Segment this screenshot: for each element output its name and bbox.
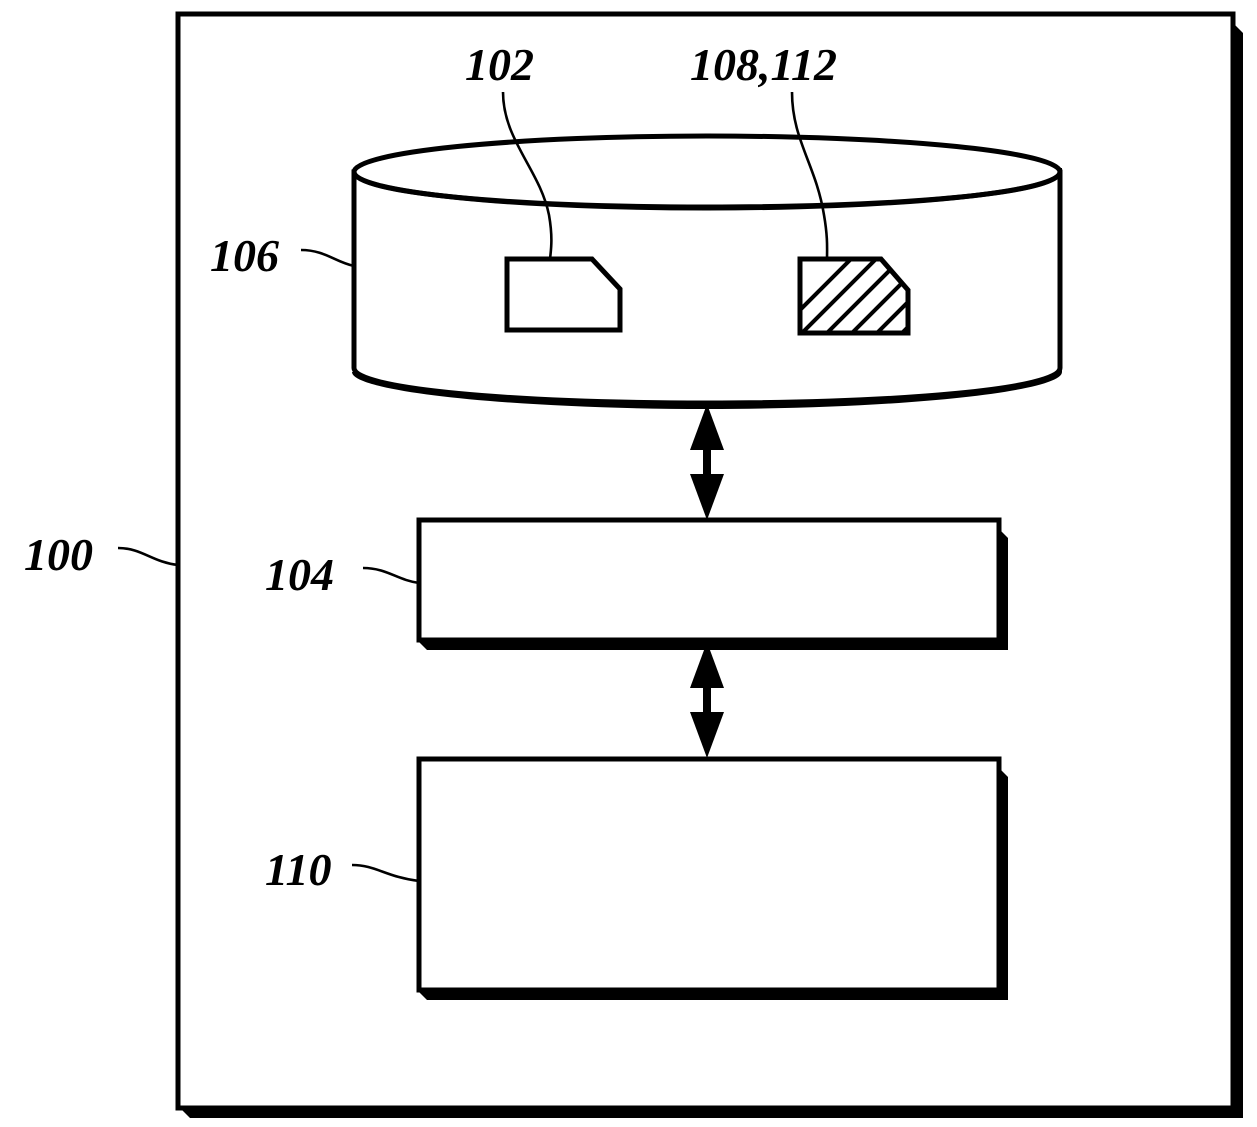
system-boundary-frame (175, 11, 1243, 1118)
cylinder-body (351, 169, 1063, 406)
frame-outline (175, 11, 1236, 1111)
ref-label-106: 106 (210, 230, 279, 281)
arrow-shaft-lower (703, 664, 711, 732)
ref-label-108-112: 108,112 (690, 39, 837, 90)
arrow-cylinder-to-box104 (690, 404, 724, 520)
ref-label-100: 100 (24, 529, 93, 580)
box-110-outline (416, 756, 1002, 993)
leader-line-108-112 (790, 91, 829, 260)
arrow-box104-to-box110 (690, 642, 724, 758)
arrow-head-up-lower (690, 642, 724, 688)
ref-label-110: 110 (265, 844, 331, 895)
ref-label-102: 102 (465, 39, 534, 90)
leader-line-100 (117, 546, 179, 567)
leader-line-104 (362, 566, 420, 585)
document-plain-102 (504, 256, 623, 333)
arrow-shaft-upper (703, 426, 711, 494)
document-plain-shape (504, 256, 623, 333)
leader-line-102 (501, 91, 553, 260)
leader-line-106 (300, 248, 355, 268)
data-store-cylinder (351, 133, 1063, 409)
box-104-outline (416, 517, 1002, 643)
ref-label-104: 104 (265, 549, 334, 600)
cylinder-top-lip (351, 169, 1063, 210)
arrow-head-up-upper (690, 404, 724, 450)
box-110 (416, 756, 1008, 1000)
arrow-head-down-lower (690, 712, 724, 758)
arrow-head-down-upper (690, 474, 724, 520)
box-104 (416, 517, 1008, 650)
leader-line-110 (351, 863, 420, 883)
